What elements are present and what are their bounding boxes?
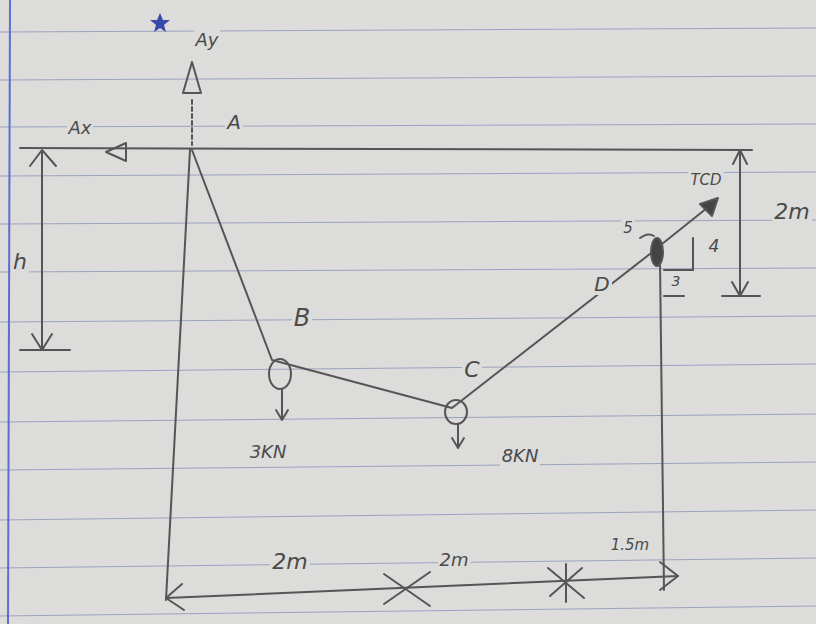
diagram-label: 2m <box>772 200 811 224</box>
diagram-label: C <box>462 358 481 382</box>
diagram-label: 4 <box>707 237 722 256</box>
rule-line <box>0 414 816 422</box>
dimension-line <box>166 576 678 598</box>
arrow-head <box>733 150 747 164</box>
dimension-tick <box>384 572 430 604</box>
diagram-label: A <box>225 111 243 133</box>
rule-line <box>0 220 816 224</box>
arrow-head <box>30 150 56 166</box>
diagram-label: 8KN <box>500 446 541 466</box>
rule-line <box>0 28 816 32</box>
diagram-label: Ay <box>194 30 221 50</box>
dimension-tick <box>384 574 430 606</box>
dimension-line <box>41 152 43 348</box>
slope-leg <box>692 238 694 270</box>
arrow-head <box>732 282 748 296</box>
diagram-label: 5 <box>621 220 635 237</box>
diagram-label: Ax <box>67 118 94 138</box>
rule-line <box>0 606 816 616</box>
diagram-label: D <box>592 273 611 295</box>
rule-line <box>0 316 816 322</box>
dimension-tick <box>565 564 567 602</box>
diagram-label: 3KN <box>248 442 289 462</box>
dimension-tick <box>20 349 70 351</box>
rule-line <box>0 462 816 470</box>
diagram-label: 2m <box>270 550 309 574</box>
reaction-arrow <box>183 62 201 93</box>
arrow-head <box>660 562 678 590</box>
dimension-line <box>739 152 741 294</box>
cable-line <box>192 150 655 408</box>
reaction-line <box>191 100 193 145</box>
rule-line <box>0 558 816 568</box>
rule-line <box>0 124 816 127</box>
diagram-label: 2m <box>438 550 471 570</box>
dimension-tick <box>722 295 760 297</box>
reaction-arrow <box>106 143 126 161</box>
anchor-d <box>651 238 663 266</box>
frame-line <box>166 150 190 600</box>
load-arrow <box>457 424 459 446</box>
rule-line <box>0 364 816 372</box>
arrow-head <box>700 198 718 216</box>
arrow-head <box>32 334 52 350</box>
ring-c <box>445 400 467 424</box>
ring-b <box>269 359 291 389</box>
slope-leg <box>664 269 693 271</box>
ceiling-line <box>20 148 750 150</box>
slope-mark <box>640 234 654 238</box>
arrow-head <box>166 584 184 610</box>
star-mark <box>150 13 170 32</box>
margin-line <box>8 0 10 624</box>
rule-line <box>0 510 816 520</box>
slope-leg <box>664 295 684 297</box>
diagram-label: B <box>292 305 312 331</box>
tension-arrow <box>662 204 712 244</box>
load-arrow <box>281 390 283 418</box>
diagram-label: 3 <box>670 274 683 289</box>
arrow-head <box>276 410 288 420</box>
ruled-paper <box>0 28 816 616</box>
diagram-label: h <box>11 250 29 274</box>
diagram-label: 1.5m <box>609 537 651 554</box>
diagram-label: TCD <box>688 172 723 189</box>
frame-line <box>660 262 664 590</box>
rule-line <box>0 76 816 80</box>
arrow-head <box>452 438 464 448</box>
dimension-tick <box>730 149 752 151</box>
